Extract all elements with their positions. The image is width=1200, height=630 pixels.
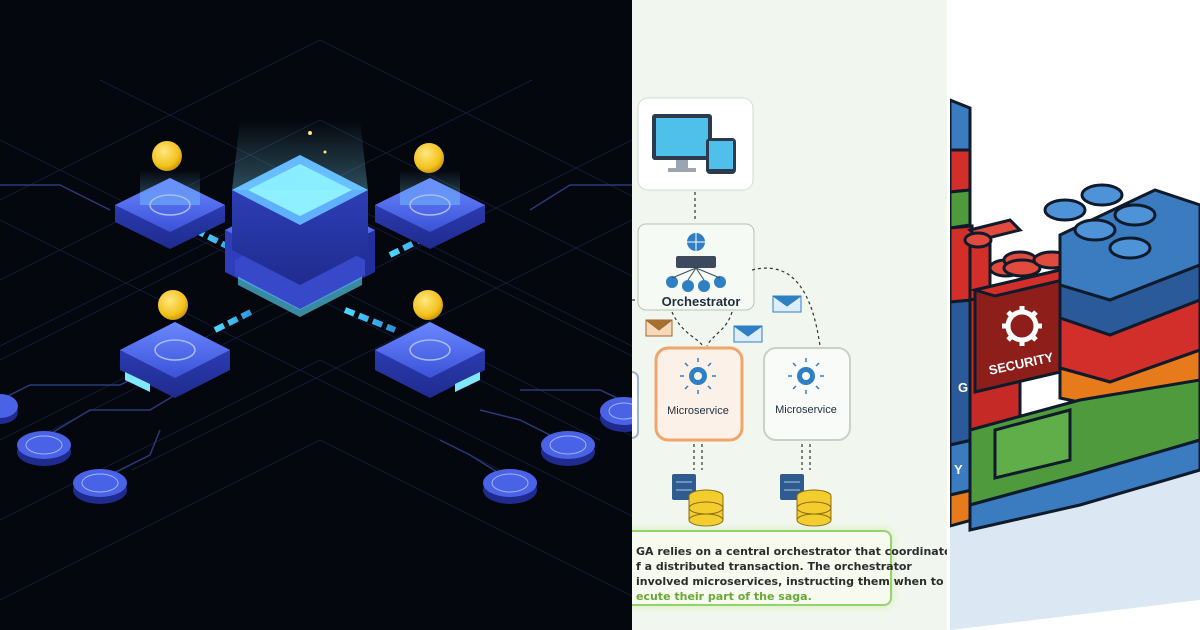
orchestrator-box — [637, 223, 755, 311]
coin-icon — [152, 141, 182, 171]
database-icon — [672, 474, 724, 527]
note-line-4: ecute their part of the saga. — [636, 590, 812, 603]
saga-description-note: GA relies on a central orchestrator that… — [632, 530, 950, 606]
lego-blocks-illustration: SECURITY G Y — [950, 98, 1200, 630]
central-server-stack — [225, 120, 375, 317]
saga-orchestration-panel: Orchestrator — [632, 0, 950, 630]
lego-security-panel: SECURITY G Y — [950, 0, 1200, 630]
microservice-right-label: Microservice — [775, 404, 837, 416]
node-discs — [0, 394, 632, 504]
note-line-3: involved microservices, instructing them… — [636, 575, 944, 588]
message-envelope-icon — [772, 295, 802, 313]
coin-icon — [158, 290, 188, 320]
platform-top-left — [115, 141, 225, 249]
orchestration-diagram: Orchestrator — [632, 97, 851, 527]
partial-block-label: Y — [954, 462, 963, 477]
microservice-left-label: Microservice — [667, 405, 729, 417]
green-block-row — [968, 378, 1200, 532]
note-line-2: f a distributed transaction. The orchest… — [636, 560, 912, 573]
blockchain-illustration-panel — [0, 39, 632, 601]
panel-divider — [947, 0, 950, 630]
microservice-box-highlighted — [654, 346, 744, 442]
client-devices-box — [637, 97, 754, 191]
partial-block-label: G — [958, 380, 968, 395]
orchestrator-label: Orchestrator — [662, 294, 741, 309]
gear-icon — [1002, 306, 1042, 346]
microservice-box-partial — [632, 371, 639, 439]
platform-bottom-left — [120, 290, 230, 398]
coin-icon — [414, 143, 444, 173]
platform-top-right — [375, 143, 485, 249]
platform-bottom-right — [375, 290, 485, 398]
blockchain-illustration — [0, 39, 632, 601]
message-envelope-icon — [733, 325, 763, 343]
coin-icon — [413, 290, 443, 320]
flow-arrows — [632, 267, 821, 347]
database-icon — [780, 474, 832, 527]
left-block-column — [950, 98, 974, 528]
security-block — [969, 250, 1086, 394]
database-arrows — [693, 444, 811, 470]
blue-block-stack — [1043, 183, 1200, 414]
note-line-1: GA relies on a central orchestrator that… — [636, 545, 950, 558]
microservice-box — [763, 347, 851, 441]
message-envelope-icon — [645, 319, 673, 337]
